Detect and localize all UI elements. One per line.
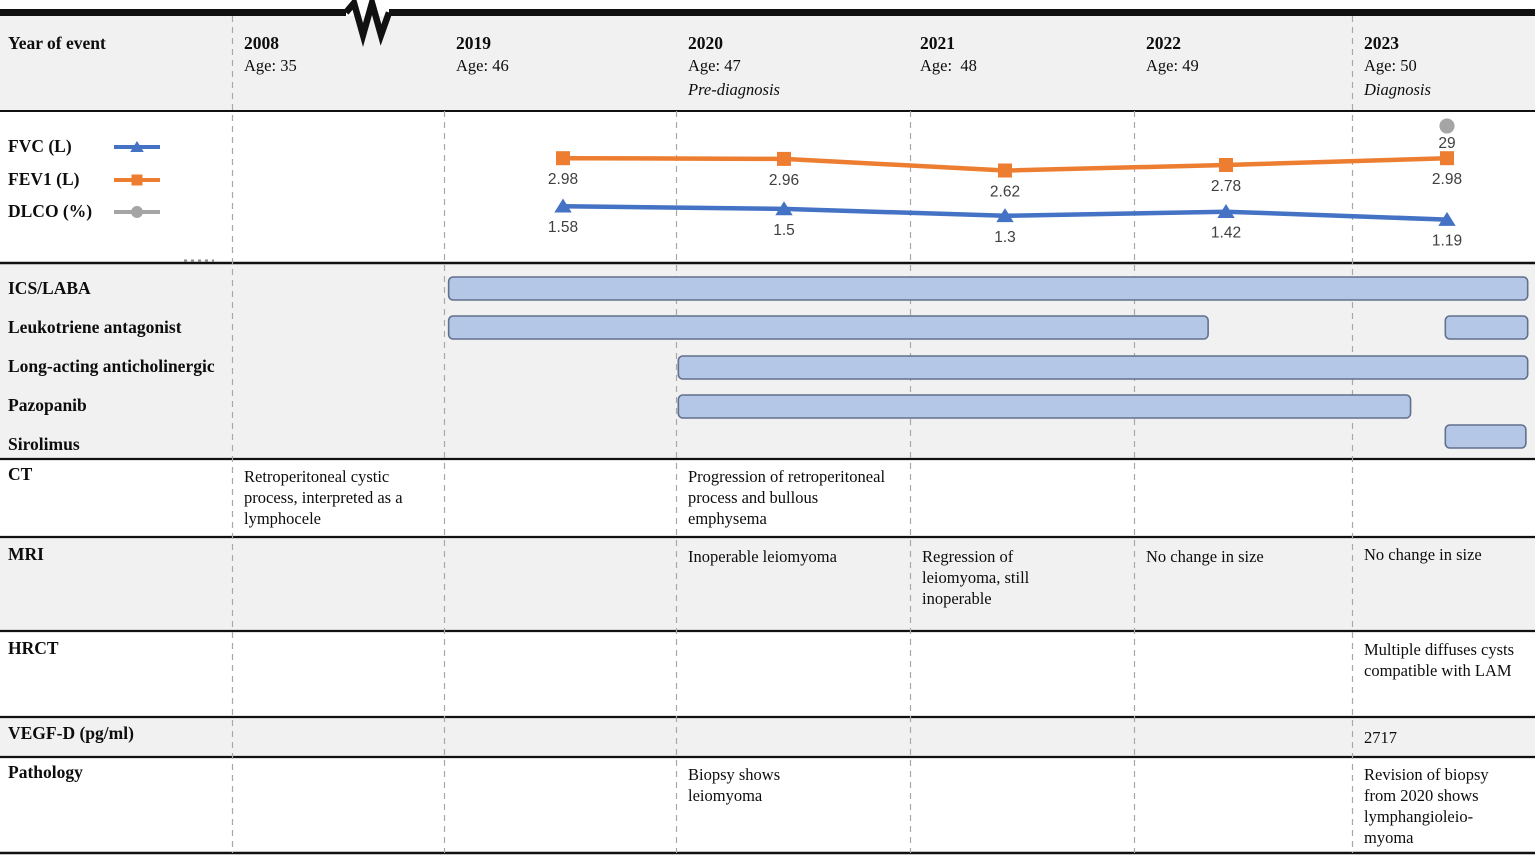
chart-value-label: 29 — [1438, 135, 1455, 152]
chart-value-label: 1.42 — [1211, 225, 1241, 242]
medication-bar — [677, 394, 1412, 419]
mri-2022-finding: No change in size — [1146, 547, 1264, 566]
med-row-label-anticholinergic: Long-acting anticholinergic — [8, 356, 215, 376]
ct-2008-finding: Retroperitoneal cystic process, interpre… — [244, 467, 403, 528]
lung-function-chart-group: 1.58 1.5 1.3 1.42 1.19 2.98 2.96 2.62 2.78 2.98 29 — [548, 118, 1462, 250]
vegf-band — [0, 717, 1535, 757]
year-value: 2023 — [1364, 33, 1399, 53]
phase-note: Pre-diagnosis — [688, 80, 780, 99]
year-value: 2008 — [244, 33, 279, 53]
year-column-2008: 2008 Age: 35 — [244, 32, 297, 78]
year-value: 2021 — [920, 33, 955, 53]
medication-bar — [677, 355, 1529, 380]
med-row-label-sirolimus: Sirolimus — [8, 434, 80, 454]
event-row-label-mri: MRI — [8, 544, 44, 564]
age-value: Age: 48 — [920, 56, 977, 75]
chart-value-label: 1.19 — [1432, 233, 1462, 250]
chart-marker — [131, 174, 143, 185]
legend-item-fvc: FVC (L) — [8, 136, 178, 160]
year-column-2019: 2019 Age: 46 — [456, 32, 509, 78]
chart-value-label: 2.98 — [1432, 171, 1462, 188]
year-value: 2022 — [1146, 33, 1181, 53]
mri-2020-finding: Inoperable leiomyoma — [688, 547, 837, 566]
year-of-event-label: Year of event — [8, 33, 106, 53]
year-column-2022: 2022 Age: 49 — [1146, 32, 1199, 78]
chart-value-label: 1.3 — [994, 229, 1016, 246]
legend-item-dlco: DLCO (%) — [8, 201, 178, 225]
age-value: Age: 35 — [244, 56, 297, 75]
mri-band — [0, 537, 1535, 631]
vegfd-2023-value: 2717 — [1364, 728, 1397, 747]
legend-marker-triangle — [114, 140, 160, 152]
chart-marker — [1219, 158, 1233, 172]
legend-label: FVC (L) — [8, 136, 72, 156]
ct-2020-finding: Progression of retroperitoneal process a… — [688, 467, 886, 528]
chart-value-label: 2.78 — [1211, 178, 1241, 195]
chart-marker — [775, 201, 793, 216]
mri-2023-finding: No change in size — [1364, 545, 1482, 564]
chart-marker — [1440, 151, 1454, 166]
pathology-2020-finding: Biopsy shows leiomyoma — [688, 765, 781, 805]
medication-bar — [1444, 424, 1527, 449]
year-value: 2020 — [688, 33, 723, 53]
chart-value-label: 2.62 — [990, 184, 1020, 201]
chart-marker — [996, 208, 1014, 223]
phase-note: Diagnosis — [1364, 80, 1431, 99]
legend-marker-square — [114, 174, 160, 185]
chart-marker — [1439, 118, 1455, 134]
year-boundary-dashed-lines — [231, 16, 1354, 853]
year-column-2020: 2020 Age: 47 Pre-diagnosis — [688, 32, 780, 102]
legend-label: DLCO (%) — [8, 201, 93, 221]
medication-bars-group — [447, 276, 1529, 449]
chart-value-label: 1.58 — [548, 219, 578, 236]
event-row-label-ct: CT — [8, 464, 33, 484]
age-value: Age: 47 — [688, 56, 741, 75]
event-row-label-pathology: Pathology — [8, 762, 83, 782]
chart-marker — [1438, 211, 1456, 226]
legend-item-fev1: FEV1 (L) — [8, 169, 178, 193]
med-row-label-leukotriene: Leukotriene antagonist — [8, 317, 182, 337]
chart-marker — [777, 151, 791, 166]
legend-marker-circle — [114, 206, 160, 218]
chart-marker — [1217, 204, 1235, 218]
header-band — [0, 16, 1535, 111]
timeline-axis-with-break — [0, 0, 1535, 48]
age-value: Age: 49 — [1146, 56, 1199, 75]
age-value: Age: 50 — [1364, 56, 1417, 75]
med-row-label-ics-laba: ICS/LABA — [8, 278, 91, 298]
chart-marker — [131, 206, 143, 218]
year-column-2021: 2021 Age: 48 — [920, 32, 977, 78]
medication-bar — [447, 276, 1529, 301]
pathology-2023-finding: Revision of biopsy from 2020 shows lymph… — [1364, 765, 1489, 847]
year-value: 2019 — [456, 33, 491, 53]
med-row-label-pazopanib: Pazopanib — [8, 395, 87, 415]
chart-marker — [554, 198, 572, 213]
section-borders — [0, 110, 1535, 855]
chart-marker — [130, 140, 144, 152]
event-row-label-hrct: HRCT — [8, 638, 59, 658]
chart-value-label: 2.98 — [548, 171, 578, 188]
chart-marker — [556, 151, 570, 166]
mri-2021-finding: Regression of leiomyoma, still inoperabl… — [922, 547, 1030, 608]
chart-value-label: 2.96 — [769, 172, 799, 189]
medication-bar — [1444, 315, 1529, 340]
age-value: Age: 46 — [456, 56, 509, 75]
medication-bar — [447, 315, 1209, 340]
legend-label: FEV1 (L) — [8, 168, 80, 189]
event-row-label-vegfd: VEGF-D (pg/ml) — [8, 723, 134, 743]
hrct-2023-finding: Multiple diffuses cysts compatible with … — [1364, 640, 1515, 680]
chart-value-label: 1.5 — [773, 222, 795, 239]
chart-marker — [998, 163, 1012, 178]
year-column-2023: 2023 Age: 50 Diagnosis — [1364, 32, 1431, 102]
